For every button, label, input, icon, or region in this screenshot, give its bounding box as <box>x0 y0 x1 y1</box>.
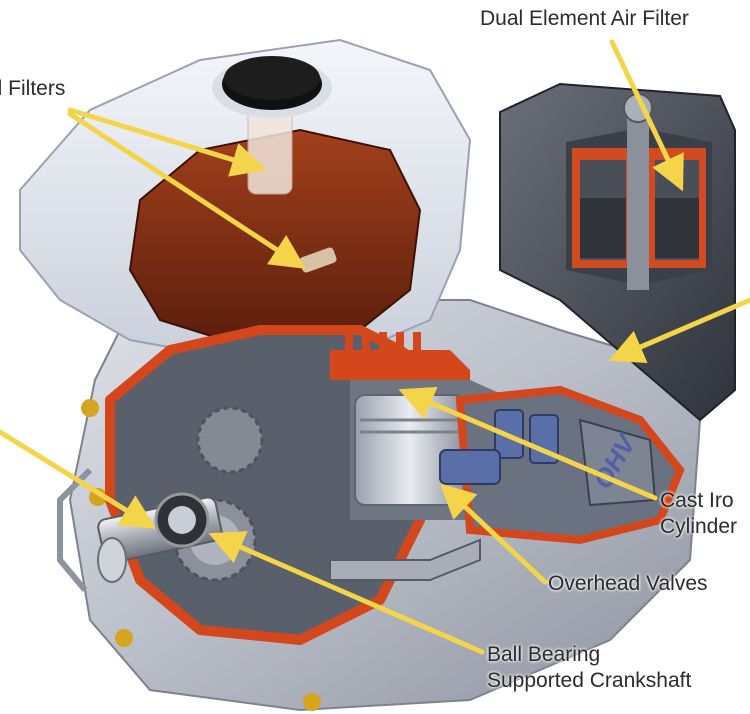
cutaway-section: OHV <box>105 325 685 645</box>
label-air-filter: Dual Element Air Filter <box>480 7 689 30</box>
crankshaft <box>97 492 223 583</box>
arrow-ball-bearing <box>208 531 485 655</box>
arrow-fuel-filter-bottom <box>67 111 306 269</box>
label-cast-iron-line1: Cast Iro <box>660 489 734 512</box>
fuel-tank <box>19 38 472 362</box>
arrow-cast-iron <box>398 386 658 501</box>
arrow-carburetor <box>608 297 750 364</box>
arrow-left-edge <box>0 429 156 529</box>
label-cast-iron-line2: Cylinder <box>660 515 738 539</box>
callout-arrows <box>0 39 750 655</box>
arrow-fuel-filter-top <box>67 107 267 177</box>
label-overhead-valves: Overhead Valves <box>548 572 708 595</box>
arrow-overhead-valves <box>439 483 548 585</box>
label-fuel-filters: el Filters <box>0 77 66 100</box>
arrow-air-filter <box>609 39 684 192</box>
label-cast-iron-cylinder: Cast Iro Cylinder <box>660 488 737 541</box>
label-ball-bearing-line1: Ball Bearing <box>487 643 601 666</box>
label-ball-bearing-crankshaft: Ball Bearing Supported Crankshaft <box>487 642 691 695</box>
label-ball-bearing-line2: Supported Crankshaft <box>487 669 692 693</box>
